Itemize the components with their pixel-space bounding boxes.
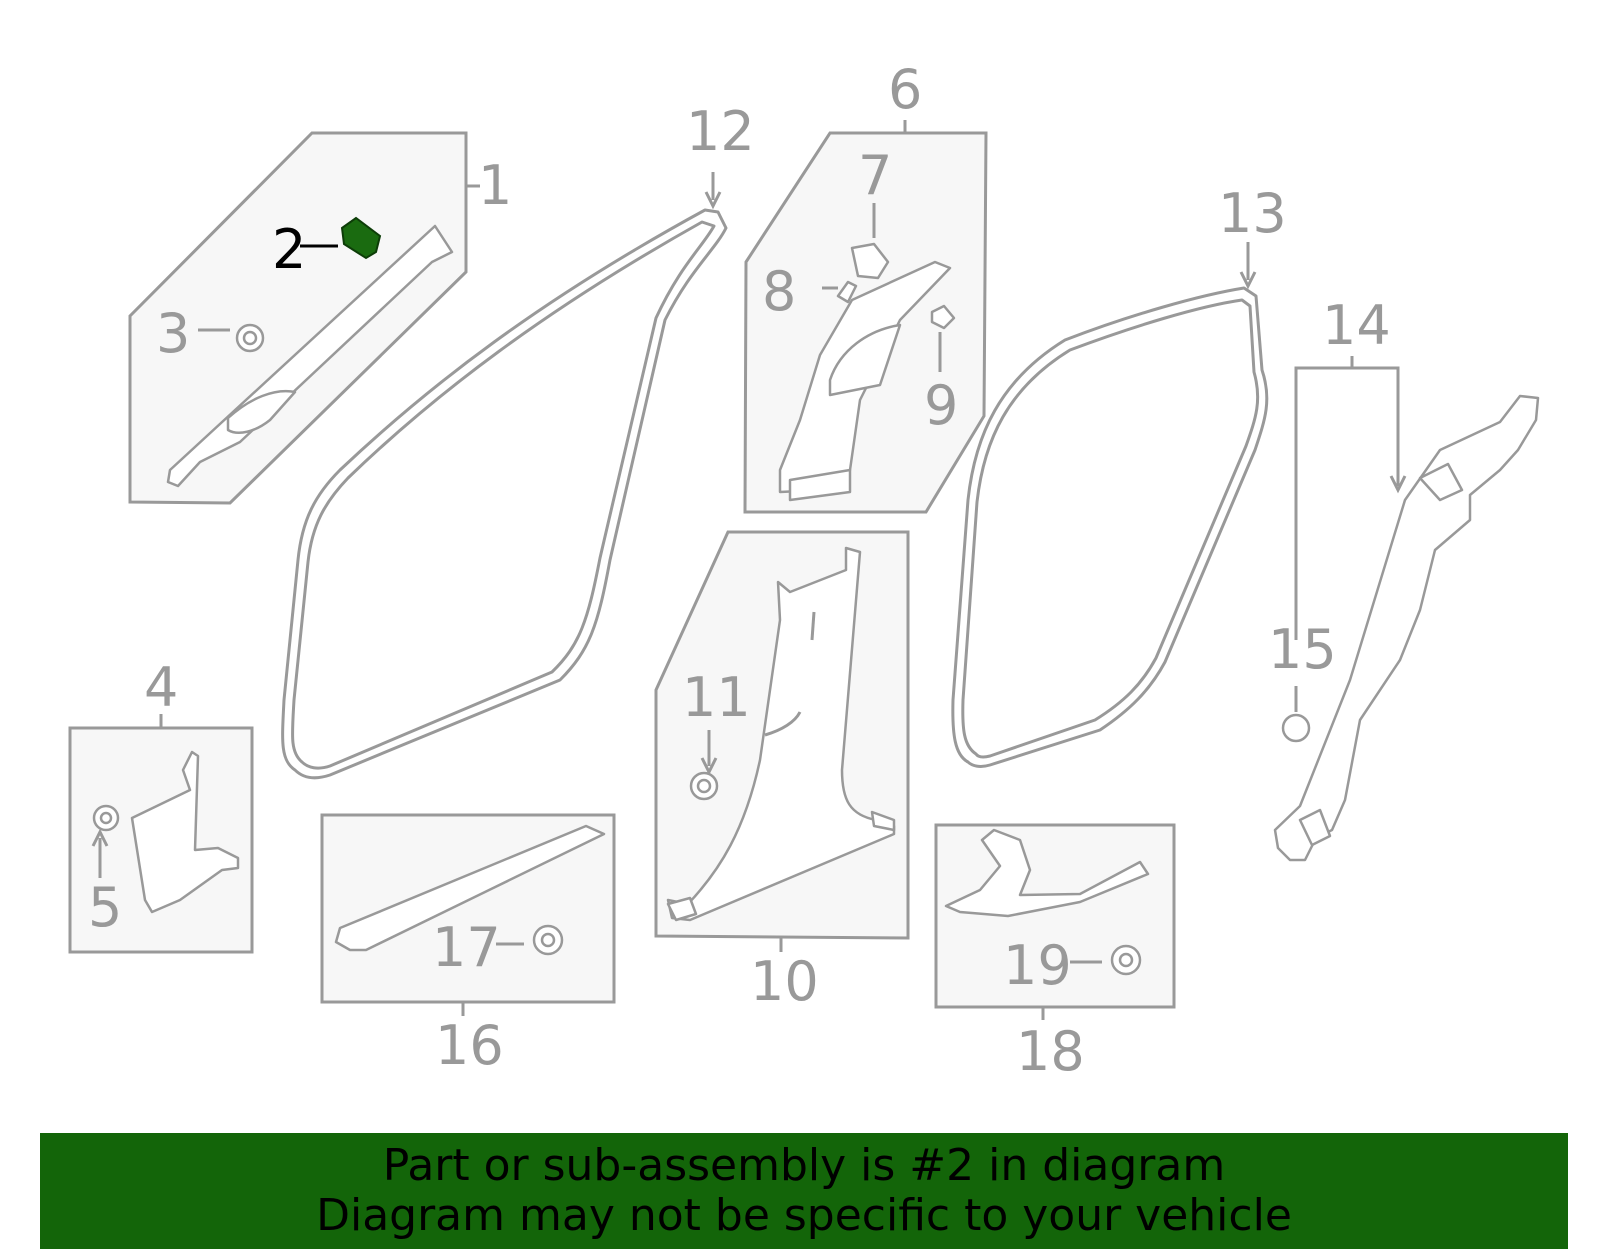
group-14-pillar-bracket	[1273, 356, 1540, 862]
callout-8[interactable]: 8	[762, 260, 796, 323]
group-13-rear-door-seal	[951, 242, 1269, 768]
callout-10[interactable]: 10	[750, 950, 819, 1013]
callout-4[interactable]: 4	[144, 656, 178, 719]
rear-sill-trim-18[interactable]	[944, 828, 1150, 918]
callout-3[interactable]: 3	[156, 302, 190, 365]
group-16-sill-plate	[320, 813, 616, 1016]
callout-15[interactable]: 15	[1268, 618, 1337, 681]
callout-13[interactable]: 13	[1218, 182, 1287, 245]
banner-line-2: Diagram may not be specific to your vehi…	[316, 1190, 1292, 1241]
callout-6[interactable]: 6	[888, 58, 922, 121]
callout-18[interactable]: 18	[1016, 1020, 1085, 1083]
rear-door-seal[interactable]	[951, 286, 1269, 768]
callout-1[interactable]: 1	[478, 154, 512, 217]
group-12-front-door-seal	[281, 172, 728, 780]
sill-plate-16[interactable]	[334, 824, 606, 952]
callout-5[interactable]: 5	[88, 876, 122, 939]
clip-15[interactable]	[1281, 713, 1311, 743]
group-10-b-pillar-lower	[654, 530, 910, 952]
callout-12[interactable]: 12	[686, 100, 755, 163]
callout-11[interactable]: 11	[682, 666, 751, 729]
group-1-a-pillar-trim	[128, 131, 480, 505]
callout-7[interactable]: 7	[858, 144, 892, 207]
clip-2-highlighted[interactable]	[340, 216, 382, 260]
callout-19[interactable]: 19	[1003, 934, 1072, 997]
clip-8[interactable]	[836, 280, 858, 304]
group-6-b-pillar-upper	[743, 120, 988, 514]
callout-9[interactable]: 9	[924, 374, 958, 437]
callout-17[interactable]: 17	[432, 916, 501, 979]
info-banner: Part or sub-assembly is #2 in diagram Di…	[40, 1133, 1568, 1249]
callout-2[interactable]: 2	[272, 218, 306, 281]
front-door-seal[interactable]	[281, 208, 728, 780]
group-18-rear-sill-trim	[934, 823, 1176, 1020]
clip-7[interactable]	[850, 242, 890, 280]
callout-14[interactable]: 14	[1322, 294, 1391, 357]
group-4-kick-panel	[68, 714, 254, 954]
callout-16[interactable]: 16	[435, 1014, 504, 1077]
clip-9[interactable]	[930, 304, 956, 330]
kick-panel-4[interactable]	[130, 750, 240, 914]
banner-line-1: Part or sub-assembly is #2 in diagram	[382, 1140, 1226, 1191]
